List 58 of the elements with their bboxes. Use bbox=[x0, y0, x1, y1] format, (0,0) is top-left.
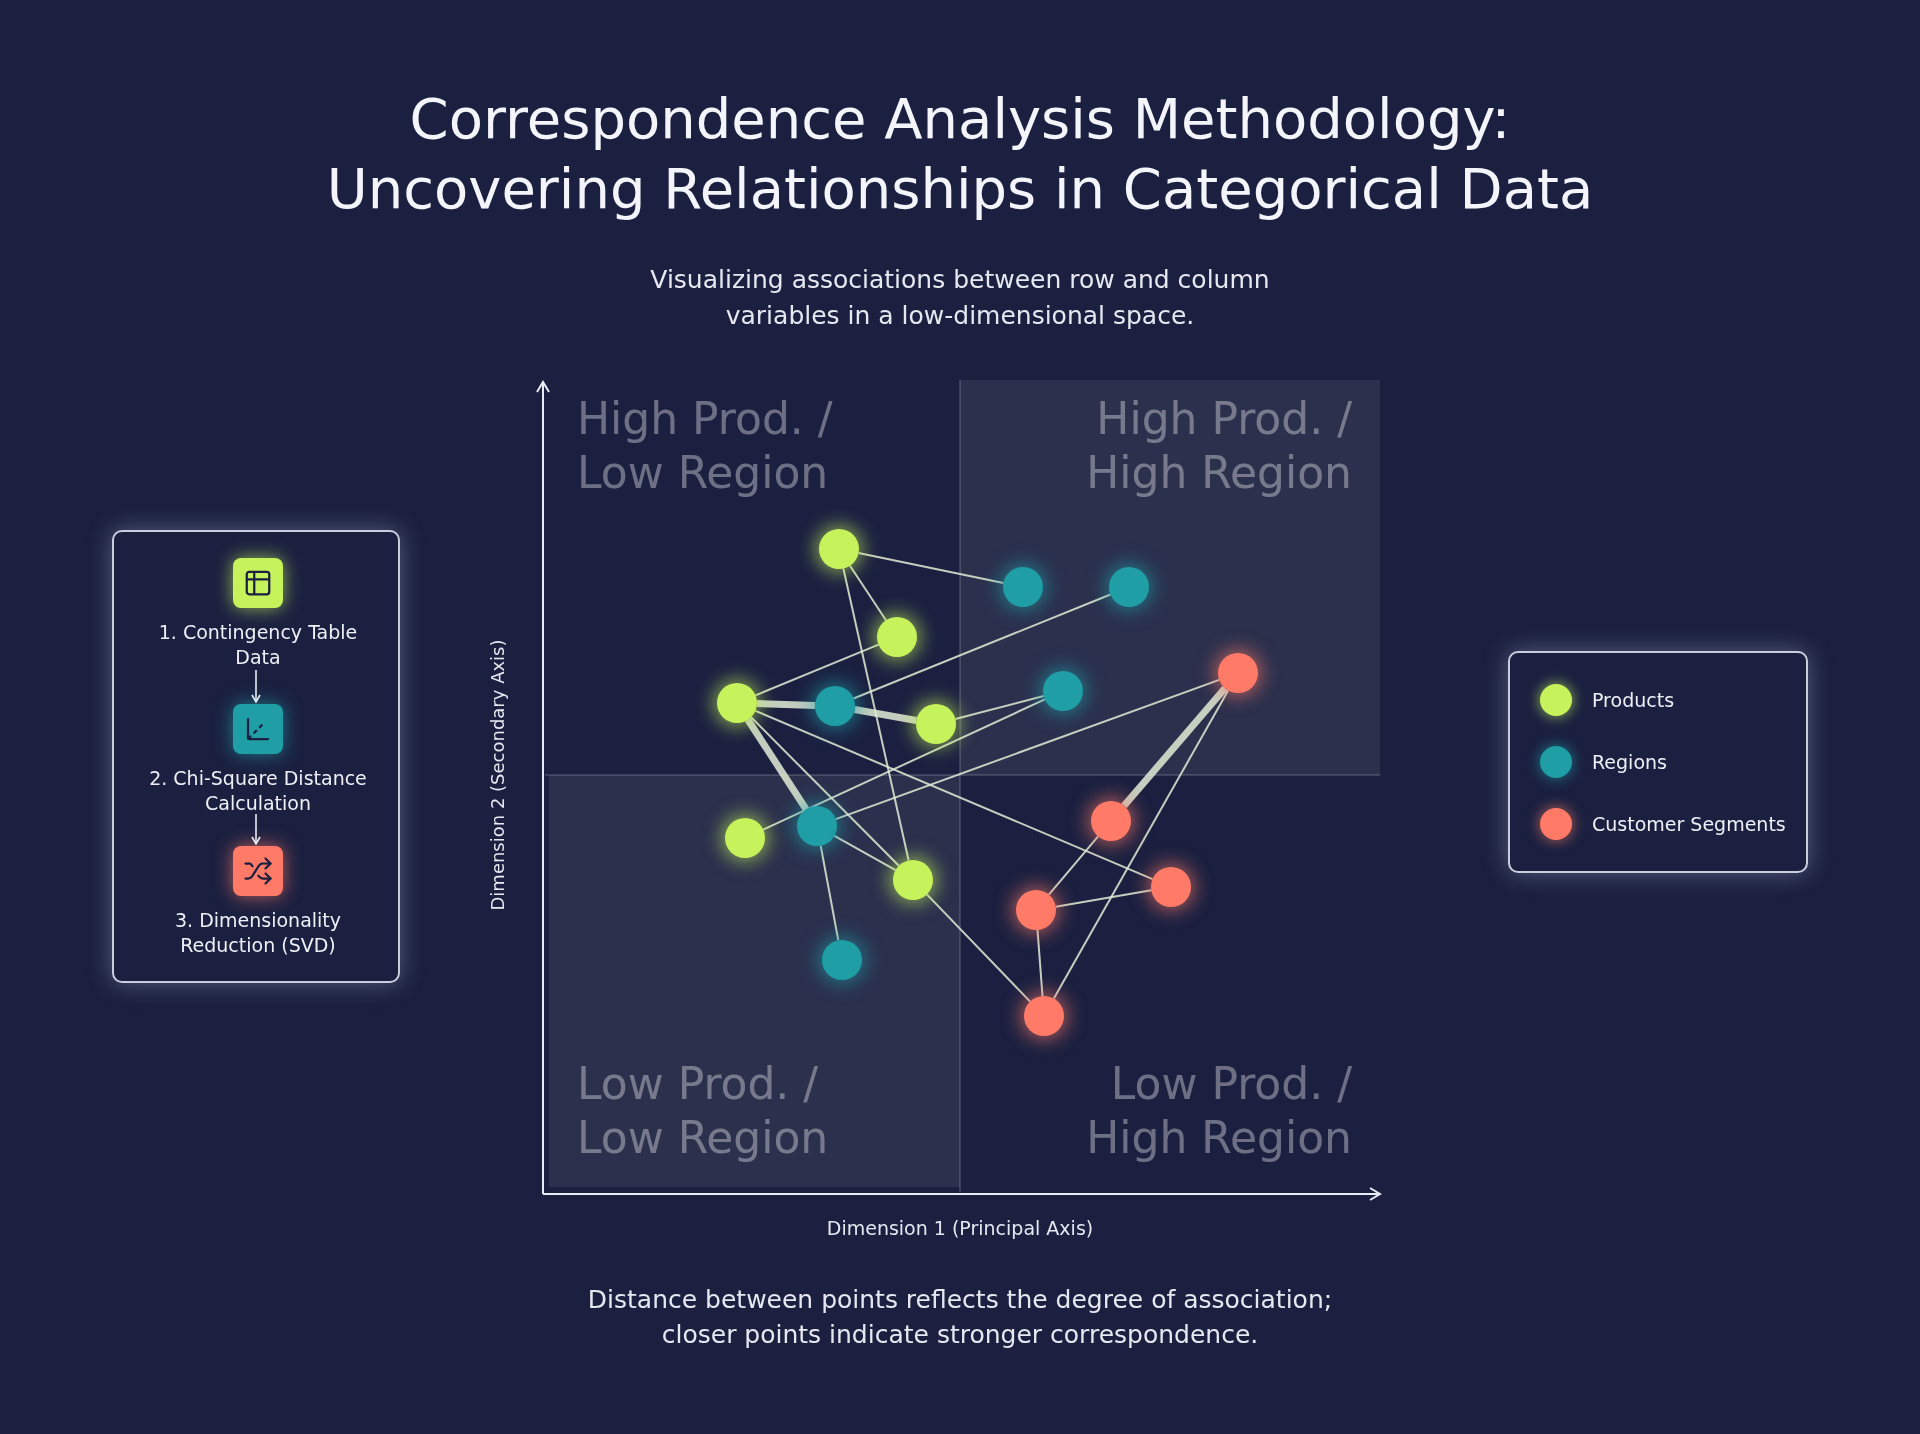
data-point bbox=[1016, 890, 1056, 930]
data-point bbox=[1151, 867, 1191, 907]
data-point bbox=[725, 818, 765, 858]
connector-line bbox=[1054, 889, 1153, 908]
connector-line bbox=[854, 706, 917, 724]
data-point bbox=[916, 704, 956, 744]
quadrant-region bbox=[549, 775, 960, 1187]
connector-line bbox=[750, 716, 900, 867]
data-point bbox=[815, 686, 855, 726]
step-label: 2. Chi-Square Distance Calculation bbox=[148, 766, 368, 816]
quadrant-label: High Prod. / High Region bbox=[1085, 392, 1352, 500]
connector-line bbox=[954, 695, 1045, 720]
data-point bbox=[819, 529, 859, 569]
quadrant-label: Low Prod. / Low Region bbox=[577, 1057, 830, 1165]
connector-line bbox=[852, 593, 1112, 700]
step-label: 3. Dimensionality Reduction (SVD) bbox=[173, 908, 343, 958]
connector-line bbox=[819, 844, 840, 942]
legend-label: Products bbox=[1592, 687, 1675, 713]
data-point bbox=[822, 940, 862, 980]
quadrant-label: Low Prod. / High Region bbox=[1085, 1057, 1352, 1165]
caption: Distance between points reflects the degree of association; closer points indicate stronger correspondence. bbox=[586, 1284, 1334, 1351]
connector-line bbox=[842, 567, 910, 862]
connector-line bbox=[1121, 685, 1228, 809]
data-point bbox=[717, 683, 757, 723]
connector-line bbox=[754, 709, 1154, 881]
axis-label: Dimension 2 (Secondary Axis) bbox=[485, 639, 509, 911]
connector-line bbox=[849, 564, 887, 622]
connector-line bbox=[744, 717, 810, 812]
process-panel bbox=[112, 530, 400, 983]
data-point bbox=[797, 806, 837, 846]
title: Correspondence Analysis Methodology: Uncovering Relationships in Categorical Data bbox=[325, 85, 1595, 223]
data-point bbox=[1109, 567, 1149, 607]
data-point bbox=[1218, 653, 1258, 693]
quadrant-label: High Prod. / Low Region bbox=[577, 392, 834, 500]
connector-line bbox=[1036, 928, 1044, 998]
data-point bbox=[1043, 671, 1083, 711]
flow-arrow bbox=[251, 669, 261, 703]
legend-label: Customer Segments bbox=[1592, 811, 1786, 837]
data-point bbox=[1024, 996, 1064, 1036]
connector-line bbox=[833, 834, 897, 872]
connector-line bbox=[1052, 689, 1230, 1000]
connector-line bbox=[762, 698, 1046, 831]
connector-line bbox=[1047, 835, 1100, 896]
data-point bbox=[877, 617, 917, 657]
connector-line bbox=[834, 678, 1221, 821]
legend-label: Regions bbox=[1592, 749, 1667, 775]
connector-line bbox=[754, 643, 880, 697]
flow-arrow bbox=[251, 813, 261, 845]
data-point bbox=[893, 860, 933, 900]
data-point bbox=[1091, 801, 1131, 841]
connector-line bbox=[756, 700, 816, 709]
connector-line bbox=[857, 552, 1005, 584]
subtitle: Visualizing associations between row and column variables in a low-dimensional space. bbox=[649, 264, 1271, 332]
step-label: 1. Contingency Table Data bbox=[157, 620, 359, 670]
data-point bbox=[1003, 567, 1043, 607]
quadrant-region bbox=[960, 380, 1380, 775]
connector-line bbox=[925, 893, 1032, 1003]
axis-label: Dimension 1 (Principal Axis) bbox=[825, 1216, 1095, 1241]
